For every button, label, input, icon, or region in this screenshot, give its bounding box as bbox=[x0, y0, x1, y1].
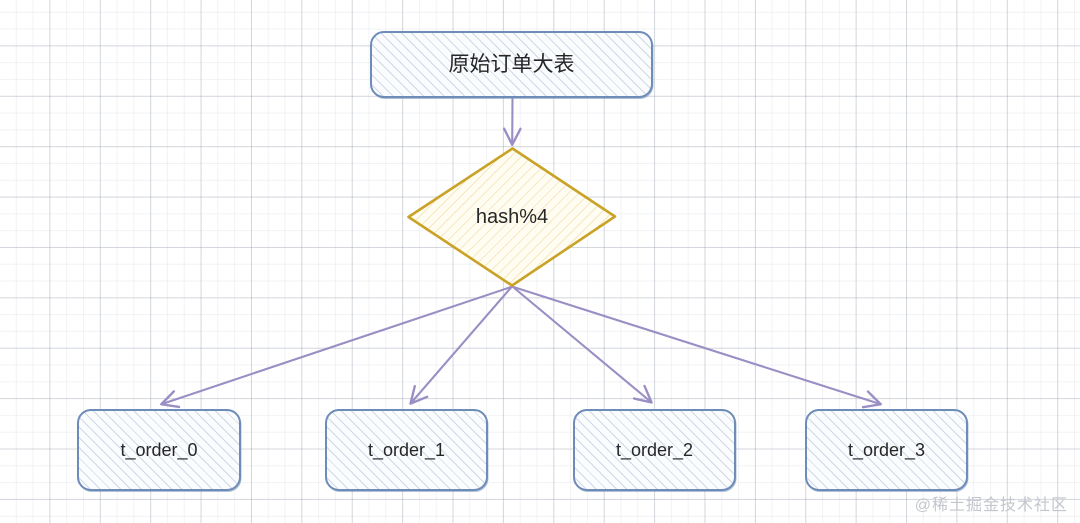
node-source-table-label: 原始订单大表 bbox=[448, 53, 575, 76]
node-source-table[interactable]: 原始订单大表 bbox=[370, 31, 653, 98]
node-t-order-1-label: t_order_1 bbox=[367, 440, 446, 460]
edge-hash-to-t-order-0 bbox=[160, 285, 513, 409]
node-hash-mod-4-label: hash%4 bbox=[475, 205, 549, 228]
edge-hash-to-t-order-2 bbox=[511, 285, 653, 404]
node-t-order-2[interactable]: t_order_2 bbox=[573, 409, 736, 491]
node-t-order-1[interactable]: t_order_1 bbox=[325, 409, 488, 491]
node-t-order-3-label: t_order_3 bbox=[847, 440, 926, 460]
edge-hash-to-t-order-1 bbox=[409, 285, 513, 405]
node-t-order-3[interactable]: t_order_3 bbox=[805, 409, 968, 491]
node-t-order-2-label: t_order_2 bbox=[615, 440, 694, 460]
watermark-text: @稀土掘金技术社区 bbox=[914, 497, 1068, 514]
node-t-order-0[interactable]: t_order_0 bbox=[77, 409, 241, 491]
edge-hash-to-t-order-3 bbox=[512, 285, 882, 409]
node-t-order-0-label: t_order_0 bbox=[120, 440, 198, 460]
node-hash-mod-4[interactable]: hash%4 bbox=[406, 146, 618, 288]
diamond-shape bbox=[407, 147, 617, 287]
